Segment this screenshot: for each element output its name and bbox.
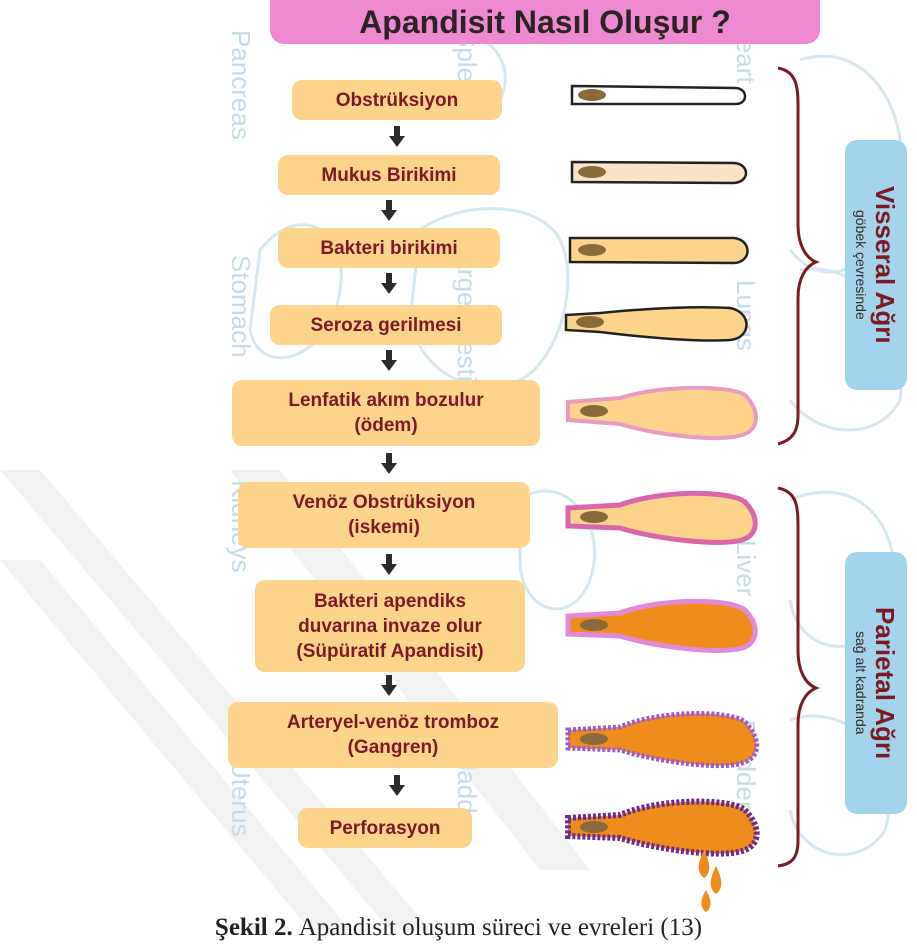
down-arrow-icon [389,126,405,148]
organ-label: Liver [731,540,761,597]
parietal-pain-label: Parietal Ağrı sağ alt kadranda [845,552,907,814]
step-invasion: Bakteri apendiks duvarına invaze olur (S… [255,580,525,672]
organ-label: Stomach [226,255,256,358]
down-arrow-icon [381,453,397,475]
organ-label: Uterus [226,760,256,837]
organ-label: Lungs [731,280,761,351]
parietal-pain-title: Parietal Ağrı [870,607,900,759]
step-gangrene: Arteryel-venöz tromboz (Gangren) [228,702,558,768]
step-label: Arteryel-venöz tromboz (Gangren) [287,710,499,760]
step-label: Lenfatik akım bozulur (ödem) [288,388,483,438]
step-label: Mukus Birikimi [321,163,456,188]
down-arrow-icon [381,273,397,295]
step-bacteria: Bakteri birikimi [278,228,500,268]
kidney-outline [520,491,595,609]
organ-label: Pancreas [226,30,256,140]
step-label: Bakteri apendiks duvarına invaze olur (S… [296,589,483,664]
step-label: Obstrüksiyon [336,88,458,113]
diagram-title: Apandisit Nasıl Oluşur ? [270,0,820,44]
visceral-pain-title: Visseral Ağrı [870,186,900,344]
step-lymphatic: Lenfatik akım bozulur (ödem) [232,380,540,446]
down-arrow-icon [389,775,405,797]
organ-label: Bladder [731,720,761,810]
step-label: Venöz Obstrüksiyon (iskemi) [293,490,476,540]
step-mucus: Mukus Birikimi [278,155,500,195]
step-label: Perforasyon [330,816,441,841]
down-arrow-icon [381,675,397,697]
caption-text: Apandisit oluşum süreci ve evreleri (13) [299,914,702,942]
figure-caption: Şekil 2. Apandisit oluşum süreci ve evre… [0,908,917,948]
step-label: Bakteri birikimi [320,236,457,261]
visceral-pain-subtitle: göbek çevresinde [852,210,870,320]
down-arrow-icon [381,200,397,222]
visceral-pain-label: Visseral Ağrı göbek çevresinde [845,140,907,390]
step-label: Seroza gerilmesi [310,313,461,338]
step-serosa: Seroza gerilmesi [270,305,502,345]
step-perforation: Perforasyon [298,808,472,848]
parietal-pain-subtitle: sağ alt kadranda [852,631,870,735]
step-venous: Venöz Obstrüksiyon (iskemi) [238,482,530,548]
step-obstruction: Obstrüksiyon [292,80,502,120]
caption-label: Şekil 2. [215,914,293,942]
down-arrow-icon [381,350,397,372]
down-arrow-icon [381,554,397,576]
